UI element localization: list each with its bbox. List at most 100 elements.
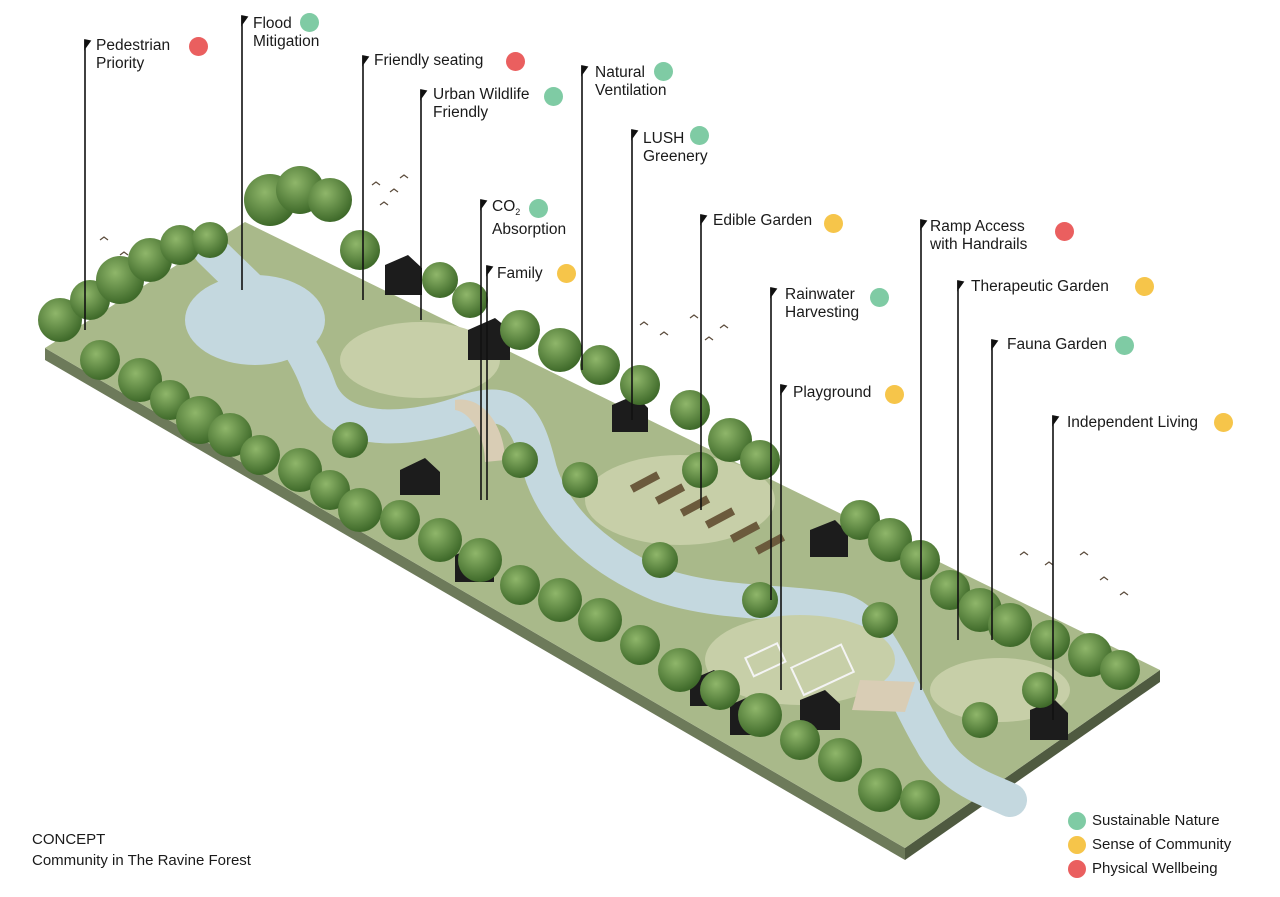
- flood-mitigation-category-dot-icon: [300, 13, 319, 32]
- co2-absorption-category-dot-icon: [529, 199, 548, 218]
- ramp-access-flag-icon: [920, 219, 928, 231]
- tree: [422, 262, 458, 298]
- tree: [562, 462, 598, 498]
- co2-subscript: 2: [515, 207, 521, 218]
- site-side-right: [905, 670, 1160, 860]
- family-category-dot-icon: [557, 264, 576, 283]
- tree: [780, 720, 820, 760]
- fauna-garden-line: Fauna Garden: [1007, 336, 1107, 353]
- caption-title: CONCEPT: [32, 831, 106, 848]
- wellbeing-dot-icon: [1068, 860, 1086, 878]
- pond: [185, 275, 325, 365]
- co2-absorption-line: Absorption: [492, 221, 567, 239]
- tree: [642, 542, 678, 578]
- family-line: Family: [497, 265, 543, 282]
- clearing: [340, 322, 500, 398]
- legend-label: Physical Wellbeing: [1092, 860, 1218, 877]
- ramp-access-line: Ramp Access: [930, 218, 1025, 235]
- tree: [538, 578, 582, 622]
- tree: [670, 390, 710, 430]
- natural-ventilation-flag-icon: [581, 65, 589, 77]
- rainwater-harvesting-line: Harvesting: [785, 304, 860, 321]
- tree: [738, 693, 782, 737]
- lush-greenery-flag-icon: [631, 129, 639, 141]
- co2-absorption-flag-icon: [480, 199, 488, 211]
- friendly-seating-line: Friendly seating: [374, 52, 484, 69]
- tree: [620, 625, 660, 665]
- callout-poles: [84, 15, 1060, 720]
- natural-ventilation-line: Ventilation: [595, 82, 667, 99]
- independent-living-label: Independent Living: [1067, 414, 1198, 432]
- playground-category-dot-icon: [885, 385, 904, 404]
- fauna-garden-flag-icon: [991, 339, 999, 351]
- tree: [192, 222, 228, 258]
- tree: [988, 603, 1032, 647]
- edible-garden-beds: [629, 471, 786, 555]
- rainwater-harvesting-line: Rainwater: [785, 286, 855, 303]
- flood-mitigation-flag-icon: [241, 15, 249, 27]
- lush-greenery-category-dot-icon: [690, 126, 709, 145]
- tree: [332, 422, 368, 458]
- tree: [1100, 650, 1140, 690]
- tree: [700, 670, 740, 710]
- independent-living-line: Independent Living: [1067, 414, 1199, 431]
- co2-text: CO: [492, 198, 516, 215]
- tree: [658, 648, 702, 692]
- tree: [418, 518, 462, 562]
- rainwater-harvesting-category-dot-icon: [870, 288, 889, 307]
- edible-garden-category-dot-icon: [824, 214, 843, 233]
- family-label: Family: [497, 265, 543, 283]
- urban-wildlife-line: Urban Wildlife: [433, 86, 530, 103]
- tree: [380, 500, 420, 540]
- tree: [160, 225, 200, 265]
- tree: [682, 452, 718, 488]
- pedestrian-priority-flag-icon: [84, 39, 92, 51]
- therapeutic-garden-flag-icon: [957, 280, 965, 292]
- tree: [900, 780, 940, 820]
- tree: [580, 345, 620, 385]
- tree: [858, 768, 902, 812]
- independent-living-category-dot-icon: [1214, 413, 1233, 432]
- tree: [862, 602, 898, 638]
- edible-garden-flag-icon: [700, 214, 708, 226]
- friendly-seating-category-dot-icon: [506, 52, 525, 71]
- tree: [278, 448, 322, 492]
- edible-garden-line: Edible Garden: [713, 212, 813, 229]
- tree: [742, 582, 778, 618]
- site-side-left: [45, 348, 905, 860]
- tree: [818, 738, 862, 782]
- therapeutic-garden-line: Therapeutic Garden: [971, 278, 1109, 295]
- urban-wildlife-flag-icon: [420, 89, 428, 101]
- playground-line: Playground: [793, 384, 872, 401]
- clearing: [705, 615, 895, 705]
- tree: [840, 500, 880, 540]
- play-court: [789, 643, 856, 697]
- edible-garden-label: Edible Garden: [713, 212, 812, 230]
- concept-caption: CONCEPT Community in The Ravine Forest: [32, 829, 251, 871]
- family-flag-icon: [486, 265, 494, 277]
- pedestrian-priority-category-dot-icon: [189, 37, 208, 56]
- tree: [1022, 672, 1058, 708]
- tree: [868, 518, 912, 562]
- tree: [1030, 620, 1070, 660]
- tree: [338, 488, 382, 532]
- flood-mitigation-line: Mitigation: [253, 33, 320, 50]
- tree: [308, 178, 352, 222]
- tree: [538, 328, 582, 372]
- tree: [500, 310, 540, 350]
- playground-label: Playground: [793, 384, 871, 402]
- tree: [900, 540, 940, 580]
- tree: [310, 470, 350, 510]
- pedestrian-priority-line: Priority: [96, 55, 145, 72]
- fauna-garden-label: Fauna Garden: [1007, 336, 1107, 354]
- sustainable-dot-icon: [1068, 812, 1086, 830]
- legend-label: Sense of Community: [1092, 836, 1232, 853]
- tree: [80, 340, 120, 380]
